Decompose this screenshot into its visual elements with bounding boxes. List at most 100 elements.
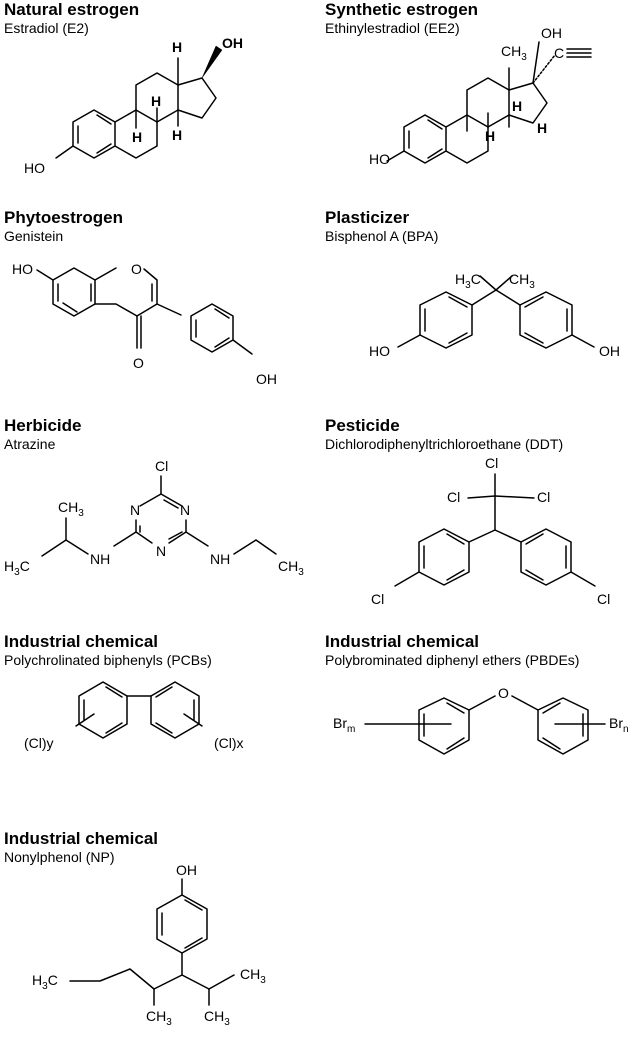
- hash-bond: [532, 54, 556, 84]
- panel-estradiol: Natural estrogen Estradiol (E2) HO OH H …: [4, 0, 314, 200]
- nitrogen-label: N: [156, 543, 166, 559]
- phenol-ring-left: [419, 291, 473, 349]
- double-bond: [525, 569, 544, 581]
- bond: [160, 493, 183, 507]
- oxygen-label: O: [133, 355, 144, 371]
- methyl-label: CH3: [146, 1008, 172, 1028]
- methyl-label: CH3: [278, 558, 304, 578]
- methyl-label: CH3: [501, 43, 527, 63]
- double-bond: [105, 686, 123, 698]
- double-bond: [96, 143, 112, 154]
- substituent-bond: [183, 713, 203, 727]
- genistein-structure: O O HO OH: [12, 261, 277, 387]
- bond: [139, 493, 162, 507]
- phenol-ring-right: [519, 291, 573, 349]
- wedge-bond: [201, 45, 223, 79]
- bond: [571, 334, 595, 348]
- bond: [570, 571, 596, 587]
- hydroxyl-label: OH: [256, 371, 277, 387]
- bond: [135, 531, 153, 544]
- bond: [168, 531, 187, 544]
- double-bond: [446, 737, 465, 750]
- bromine-label: Brm: [333, 715, 355, 735]
- compound-name: Dichlorodiphenyltrichloroethane (DDT): [325, 436, 564, 452]
- ring-b: [114, 109, 158, 159]
- nonylphenol-structure: OH CH3 CH3 CH3 H3C: [32, 862, 266, 1028]
- panel-pbdes: Industrial chemical Polybrominated diphe…: [325, 632, 640, 812]
- bond: [495, 275, 513, 291]
- ring-c: [466, 77, 510, 128]
- bond: [468, 529, 496, 543]
- phenyl-ring-right: [537, 697, 589, 755]
- bond: [532, 41, 540, 84]
- ring-c: [135, 72, 179, 123]
- hydroxyl-label: HO: [12, 261, 33, 277]
- panel-ddt: Pesticide Dichlorodiphenyltrichloroethan…: [325, 416, 640, 616]
- double-bond: [214, 337, 230, 348]
- phenyl-ring-left: [78, 681, 128, 739]
- bond: [467, 495, 496, 499]
- substituent-bond: [75, 713, 95, 727]
- category-title: Synthetic estrogen: [325, 0, 479, 19]
- bond: [397, 334, 421, 348]
- chlorine-label: Cl: [155, 458, 168, 474]
- double-bond: [96, 114, 112, 125]
- pbde-structure: O Brm Brn: [333, 685, 629, 755]
- hydroxyl-label: HO: [24, 160, 45, 176]
- chlorophenyl-ring-left: [418, 528, 470, 586]
- category-title: Industrial chemical: [325, 632, 479, 651]
- ethinylestradiol-structure: HO CH3 OH C H H H: [369, 25, 592, 167]
- alkyl-chain: [69, 968, 235, 990]
- bond: [255, 539, 277, 555]
- bond: [471, 289, 497, 306]
- hydrogen-label: H: [537, 120, 547, 136]
- double-bond: [155, 722, 173, 734]
- double-bond: [168, 531, 183, 540]
- bromine-label: Brn: [609, 715, 629, 735]
- double-bond: [163, 499, 179, 509]
- estradiol-structure: HO OH H H H H: [24, 35, 243, 176]
- double-bond: [525, 533, 544, 545]
- phenyl-ring-left: [418, 697, 470, 755]
- methyl-label: CH3: [509, 271, 535, 291]
- chlorine-substituent-label: (Cl)x: [214, 735, 244, 751]
- bond: [156, 303, 182, 316]
- double-bond: [446, 702, 465, 714]
- compound-name: Estradiol (E2): [4, 20, 89, 36]
- panel-atrazine: Herbicide Atrazine Cl N N N NH CH3 H3C N…: [4, 416, 314, 616]
- bond: [94, 267, 117, 281]
- ring-b: [190, 303, 234, 353]
- bond: [394, 571, 420, 587]
- compound-name: Bisphenol A (BPA): [325, 228, 439, 244]
- bond: [113, 531, 137, 547]
- double-bond: [446, 569, 465, 581]
- hydroxyl-label: OH: [222, 35, 243, 51]
- oxygen-label: O: [131, 261, 142, 277]
- double-bond: [155, 686, 173, 698]
- bond: [468, 695, 496, 711]
- pcb-structure: (Cl)y (Cl)x: [24, 681, 244, 751]
- chlorophenyl-ring-right: [520, 528, 572, 586]
- amine-label: NH: [210, 551, 230, 567]
- compound-name: Nonylphenol (NP): [4, 849, 115, 865]
- bond: [495, 289, 521, 306]
- bond: [494, 529, 522, 543]
- bond: [36, 269, 54, 281]
- double-bond: [184, 937, 203, 949]
- bond: [185, 531, 209, 547]
- hydrogen-label: H: [172, 127, 182, 143]
- carbon-label: C: [554, 45, 564, 61]
- double-bond: [542, 702, 561, 714]
- atrazine-structure: Cl N N N NH CH3 H3C NH CH3: [4, 458, 304, 578]
- category-title: Herbicide: [4, 416, 82, 435]
- bond: [233, 539, 257, 555]
- double-bond: [427, 119, 443, 130]
- bond: [41, 539, 67, 557]
- compound-name: Polybrominated diphenyl ethers (PBDEs): [325, 652, 580, 668]
- bond: [386, 150, 405, 162]
- hydrogen-label: H: [151, 93, 161, 109]
- double-bond: [105, 722, 123, 734]
- nitrogen-label: N: [130, 502, 140, 518]
- panel-nonylphenol: Industrial chemical Nonylphenol (NP) OH …: [4, 829, 314, 1034]
